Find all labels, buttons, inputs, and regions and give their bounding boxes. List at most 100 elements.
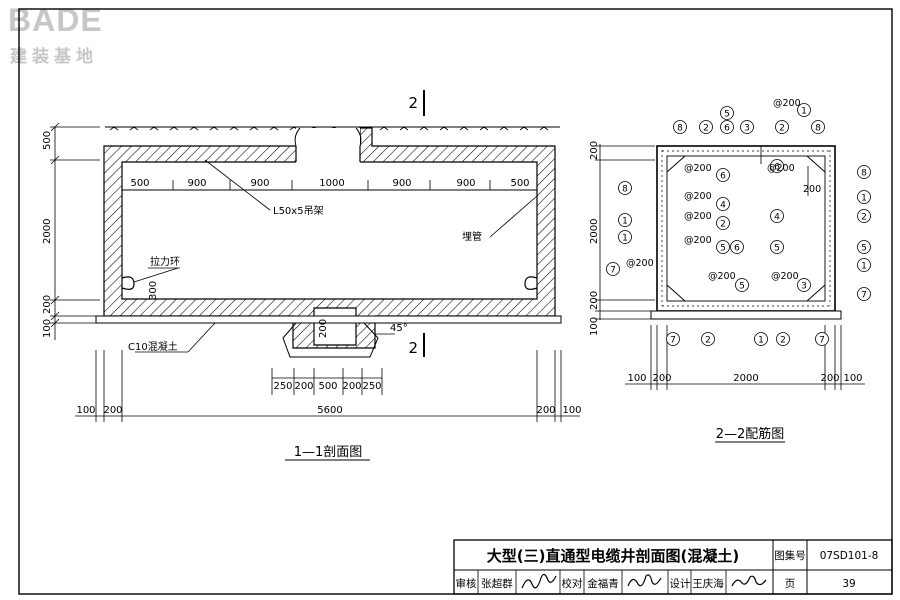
review-label: 审核 [456, 577, 477, 590]
rebar-bubble: 5 [716, 240, 730, 254]
svg-text:2: 2 [705, 336, 711, 346]
checker-name: 金福青 [587, 577, 619, 590]
rebar-bubble: 5 [720, 106, 734, 120]
svg-text:8: 8 [815, 124, 821, 134]
svg-text:5: 5 [739, 282, 745, 292]
svg-text:5: 5 [861, 244, 867, 254]
bottom-dim-label: 200 [342, 381, 361, 392]
hanger-label: L50x5吊架 [273, 205, 324, 217]
rebar-bubble: 2 [716, 216, 730, 230]
svg-text:8: 8 [861, 169, 867, 179]
left-dim-label: 200 [589, 141, 600, 160]
svg-text:8: 8 [677, 124, 683, 134]
svg-text:8: 8 [622, 185, 628, 195]
section-2-2-text: @200 @200 @200 @200 @200 @200 @200 @200 … [589, 98, 863, 442]
svg-text:6: 6 [774, 163, 780, 173]
rebar-bubble: 1 [797, 103, 811, 117]
page-number: 39 [842, 578, 855, 590]
drawing-title: 大型(三)直通型电缆井剖面图(混凝土) [487, 547, 739, 565]
rebar-bubble: 7 [857, 287, 871, 301]
checker-signature [627, 574, 662, 587]
spacing-label: 900 [187, 178, 206, 189]
left-dim-label: 200 [42, 295, 53, 314]
rebar-bubble: 3 [797, 278, 811, 292]
bottom-dim-label: 2000 [733, 373, 758, 384]
pull-ring-right [524, 276, 538, 290]
svg-text:2: 2 [780, 336, 786, 346]
spacing-label: @200 [684, 211, 712, 222]
rebar-bubble: 4 [716, 197, 730, 211]
c10-base [95, 315, 562, 324]
spacing-label: @200 [771, 271, 799, 282]
svg-text:2: 2 [779, 124, 785, 134]
sump-dim-label: 200 [318, 319, 329, 338]
spacing-label: 900 [250, 178, 269, 189]
svg-text:4: 4 [720, 201, 726, 211]
atlas-number: 07SD101-8 [820, 550, 879, 562]
rebar-bubble: 2 [699, 120, 713, 134]
rebar-bubble: 8 [857, 165, 871, 179]
svg-text:5: 5 [724, 110, 730, 120]
rebar-bubble: 8 [673, 120, 687, 134]
pull-ring-left [121, 276, 135, 290]
svg-text:6: 6 [724, 124, 730, 134]
section-2-2-caption: 2—2配筋图 [716, 426, 785, 442]
svg-text:6: 6 [734, 244, 740, 254]
spacing-label: 900 [392, 178, 411, 189]
designer-signature [731, 575, 767, 587]
overall-dim-label: 200 [536, 405, 555, 416]
svg-text:2: 2 [861, 213, 867, 223]
bottom-dim-label: 250 [362, 381, 381, 392]
svg-text:1: 1 [622, 217, 628, 227]
reviewer-name: 张超群 [481, 577, 513, 590]
logo-brand: BADE [8, 2, 103, 38]
bottom-dim-label: 500 [318, 381, 337, 392]
spacing-label: @200 [684, 191, 712, 202]
bottom-dim-label: 200 [820, 373, 839, 384]
section-1-1 [50, 90, 580, 461]
svg-text:1: 1 [622, 234, 628, 244]
cut-label-top: 2 [408, 94, 418, 112]
svg-text:1: 1 [861, 194, 867, 204]
left-dim-label: 200 [589, 291, 600, 310]
designer-name: 王庆海 [692, 577, 724, 590]
rebar-bubble: 5 [857, 240, 871, 254]
spacing-label: @200 [684, 163, 712, 174]
spacing-label: @200 [684, 235, 712, 246]
svg-text:4: 4 [774, 213, 780, 223]
rebar-bubble: 2 [857, 209, 871, 223]
rebar-bubble: 1 [618, 213, 632, 227]
svg-text:7: 7 [670, 336, 676, 346]
rebar-bubble: 2 [701, 332, 715, 346]
rebar-bubble: 3 [740, 120, 754, 134]
bottom-dim-label: 100 [843, 373, 862, 384]
rebar-bubble: 7 [606, 262, 620, 276]
svg-text:7: 7 [861, 291, 867, 301]
overall-dim-label: 200 [103, 405, 122, 416]
spacing-label: 900 [456, 178, 475, 189]
section-2-2 [595, 144, 865, 443]
base-pad [650, 310, 842, 320]
check-label: 校对 [562, 577, 583, 590]
overall-width-label: 5600 [317, 405, 342, 416]
svg-text:1: 1 [758, 336, 764, 346]
spacing-label: @200 [773, 98, 801, 109]
spacing-label: 1000 [319, 178, 344, 189]
spacing-label: @200 [767, 163, 795, 174]
ring-dim-label: 300 [148, 281, 159, 300]
svg-text:1: 1 [861, 262, 867, 272]
pull-ring-label: 拉力环 [150, 255, 180, 268]
inner-dim-label: 200 [803, 184, 821, 195]
page-label: 页 [785, 578, 796, 590]
spacing-label: @200 [626, 258, 654, 269]
overall-dim-label: 100 [562, 405, 581, 416]
svg-text:7: 7 [610, 266, 616, 276]
svg-text:5: 5 [720, 244, 726, 254]
rebar-bubble: 4 [770, 209, 784, 223]
overall-dim-label: 100 [76, 405, 95, 416]
left-dim-label: 2000 [589, 219, 600, 244]
rebar-bubble: 1 [857, 258, 871, 272]
left-dim-label: 2000 [42, 219, 53, 244]
pipe-label: 埋管 [462, 230, 482, 243]
